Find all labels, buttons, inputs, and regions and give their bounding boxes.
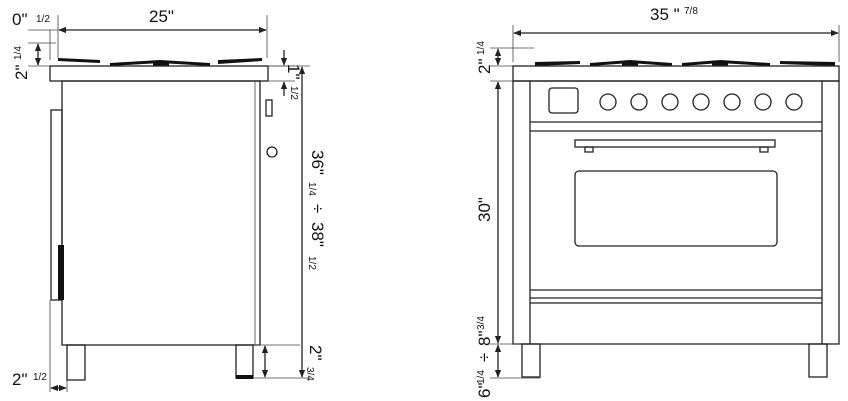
side-grates: [58, 58, 262, 66]
front-width-frac: 7/8: [684, 6, 698, 17]
side-foot-label: 2": [306, 345, 325, 361]
side-height-a-frac: 1/4: [306, 182, 317, 196]
front-leg-b-label: 8": [475, 331, 494, 347]
control-knob: [630, 93, 648, 111]
control-knob: [785, 93, 803, 111]
side-height-a-label: 36": [308, 150, 327, 175]
front-leg-sep: ÷: [475, 353, 494, 362]
front-leg-right: [808, 343, 828, 378]
side-width-label: 25": [149, 7, 174, 26]
control-knob: [754, 93, 772, 111]
front-view: 35 " 7/8 2" 1/4 30" 6" 1/4 ÷ 8" 3/4: [475, 5, 840, 399]
front-leg-a-frac: 1/4: [476, 370, 487, 384]
front-grate-height-frac: 1/4: [476, 41, 487, 55]
front-leg-a-label: 6": [475, 383, 494, 399]
display-window: [548, 87, 579, 114]
side-grate-height-label: 2": [12, 65, 31, 81]
side-height-sep: ÷: [308, 204, 327, 213]
front-grates: [535, 60, 835, 66]
front-leg-b-frac: 3/4: [476, 316, 487, 330]
side-back-foot-frac: 1/2: [33, 372, 47, 383]
side-body: [61, 80, 261, 346]
side-top-offset-label: 0": [12, 10, 28, 29]
front-body-height-label: 30": [475, 197, 494, 222]
side-leg-back: [235, 344, 254, 379]
side-leg-front: [66, 344, 86, 381]
control-knob: [723, 93, 741, 111]
side-height-b-frac: 1/2: [306, 256, 317, 270]
side-view: 25" 0" 1/2 2" 1/4 1" 1/2 36" 1/4 ÷ 38" 1…: [12, 7, 327, 392]
control-knob: [599, 93, 617, 111]
side-back-foot-label: 2": [12, 370, 28, 389]
side-height-b-label: 38": [308, 222, 327, 247]
side-foot-frac: 3/4: [304, 367, 315, 381]
front-cooktop: [512, 65, 840, 82]
side-door-handle: [50, 109, 63, 301]
oven-window: [574, 170, 778, 247]
side-rim-label: 1": [284, 64, 303, 80]
front-leg-left: [521, 343, 541, 378]
control-knob: [661, 93, 679, 111]
knob-row: [599, 93, 803, 111]
side-top-offset-frac: 1/2: [36, 14, 50, 25]
control-knob: [692, 93, 710, 111]
side-cooktop: [49, 65, 269, 82]
front-grate-height-label: 2": [475, 59, 494, 75]
oven-door-handle: [574, 139, 776, 148]
side-grate-height-frac: 1/4: [13, 46, 24, 60]
front-width-label: 35 ": [650, 5, 680, 24]
front-body: [512, 80, 840, 345]
control-panel: [548, 87, 803, 114]
side-rim-frac: 1/2: [288, 86, 299, 100]
